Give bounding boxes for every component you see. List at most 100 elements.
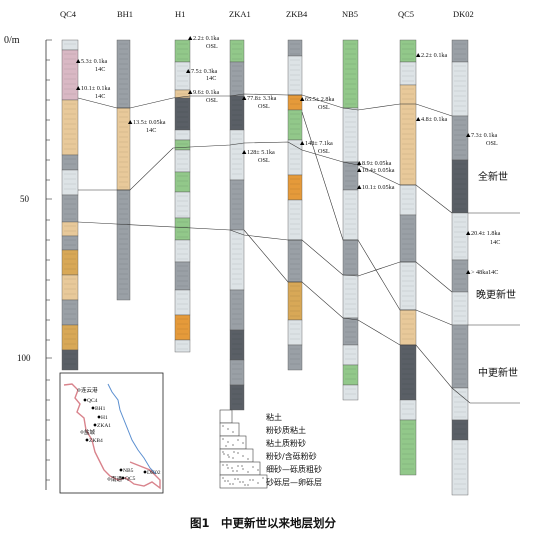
layer <box>174 139 191 151</box>
layer <box>399 214 417 263</box>
date-label: 148± 7.1ka <box>305 140 333 147</box>
layer <box>61 221 79 237</box>
date-label: 77.8± 3.3ka <box>247 95 277 102</box>
column-qc5 <box>399 39 417 476</box>
layer <box>116 189 131 301</box>
layer <box>342 274 359 319</box>
layer <box>61 274 79 301</box>
layer <box>399 61 417 86</box>
date-label: 65.5± 2.8ka <box>305 96 335 103</box>
legend-label: 粘土质粉砂 <box>266 438 306 448</box>
layer <box>287 55 303 96</box>
date-label: 14C <box>490 239 500 246</box>
site-marker <box>80 430 84 434</box>
date-label: OSL <box>318 148 330 155</box>
date-label: OSL <box>206 43 218 50</box>
layer <box>399 344 417 401</box>
layer <box>174 289 191 316</box>
layer <box>451 39 469 63</box>
layer <box>287 239 303 283</box>
layer <box>174 339 191 353</box>
correlation-lines <box>77 93 520 404</box>
layer <box>451 324 469 389</box>
sample-marker <box>466 231 471 235</box>
date-label: 5.3± 0.1ka <box>81 58 108 65</box>
depth-unit-label: 0/m <box>4 35 20 46</box>
layer <box>451 291 469 326</box>
site-marker <box>91 406 95 410</box>
date-label: 2.2± 0.1ka <box>193 35 220 42</box>
layer <box>174 171 191 193</box>
layer <box>451 259 469 293</box>
sample-marker <box>357 185 362 189</box>
layer <box>451 159 469 214</box>
site-label: NB5 <box>123 468 134 474</box>
sample-marker <box>242 150 247 154</box>
layer <box>451 387 469 421</box>
date-label: 128± 5.1ka <box>247 149 275 156</box>
layer <box>399 309 417 346</box>
sample-marker <box>466 270 471 274</box>
column-bh1 <box>116 39 131 301</box>
date-label: 7.5± 0.3ka <box>191 68 218 75</box>
column-label-zkb4: ZKB4 <box>286 9 308 19</box>
date-label: 14C <box>95 66 105 73</box>
legend-swatch <box>219 422 240 437</box>
date-label: OSL <box>258 103 270 110</box>
borehole-columns <box>61 39 469 496</box>
site-marker <box>119 468 123 472</box>
column-label-qc4: QC4 <box>60 9 77 19</box>
layer <box>287 139 303 176</box>
column-qc4 <box>61 39 79 371</box>
coastline <box>107 383 157 475</box>
layer <box>229 359 245 386</box>
layer <box>229 384 245 411</box>
legend-swatch <box>219 461 261 476</box>
column-dk02 <box>451 39 469 496</box>
sample-marker <box>186 69 191 73</box>
layer <box>287 319 303 346</box>
layer <box>399 39 417 63</box>
date-label: OSL <box>258 157 270 164</box>
layer <box>451 439 469 496</box>
sample-marker <box>416 117 421 121</box>
legend-swatch <box>219 409 233 424</box>
legend-label: 粘土 <box>266 412 282 422</box>
depth-axis: 0/m 50 100 <box>4 35 52 490</box>
layer <box>342 239 359 276</box>
site-label: H1 <box>101 415 108 421</box>
layer <box>229 129 245 181</box>
legend-label: 细砂—砾质粗砂 <box>266 464 322 474</box>
column-label-h1: H1 <box>175 9 185 19</box>
layer <box>287 344 303 371</box>
layer <box>451 115 469 161</box>
legend-label: 粉砂质粘土 <box>266 425 306 435</box>
layer <box>399 419 417 476</box>
column-zka1 <box>229 39 245 411</box>
date-label: 7.3± 0.1ka <box>471 132 498 139</box>
sample-marker <box>128 120 133 124</box>
layer <box>174 314 191 341</box>
date-label: OSL <box>318 104 330 111</box>
layer <box>287 94 303 111</box>
layer <box>116 107 131 191</box>
date-label: 10.4± 0.05ka <box>362 167 395 174</box>
layer <box>174 149 191 173</box>
site-label: 连云港 <box>81 386 98 394</box>
date-label: OSL <box>206 97 218 104</box>
layer <box>61 249 79 276</box>
layer <box>61 324 79 351</box>
site-marker <box>83 398 87 402</box>
date-label: 14C <box>146 127 156 134</box>
legend-swatch <box>219 435 247 450</box>
column-zkb4 <box>287 39 303 371</box>
province-boundary <box>63 383 161 490</box>
legend-label: 粉砂/含砾粉砂 <box>266 451 317 461</box>
layer <box>61 99 79 156</box>
site-label: QC4 <box>87 398 98 404</box>
column-label-qc5: QC5 <box>398 9 414 19</box>
layer <box>399 399 417 421</box>
